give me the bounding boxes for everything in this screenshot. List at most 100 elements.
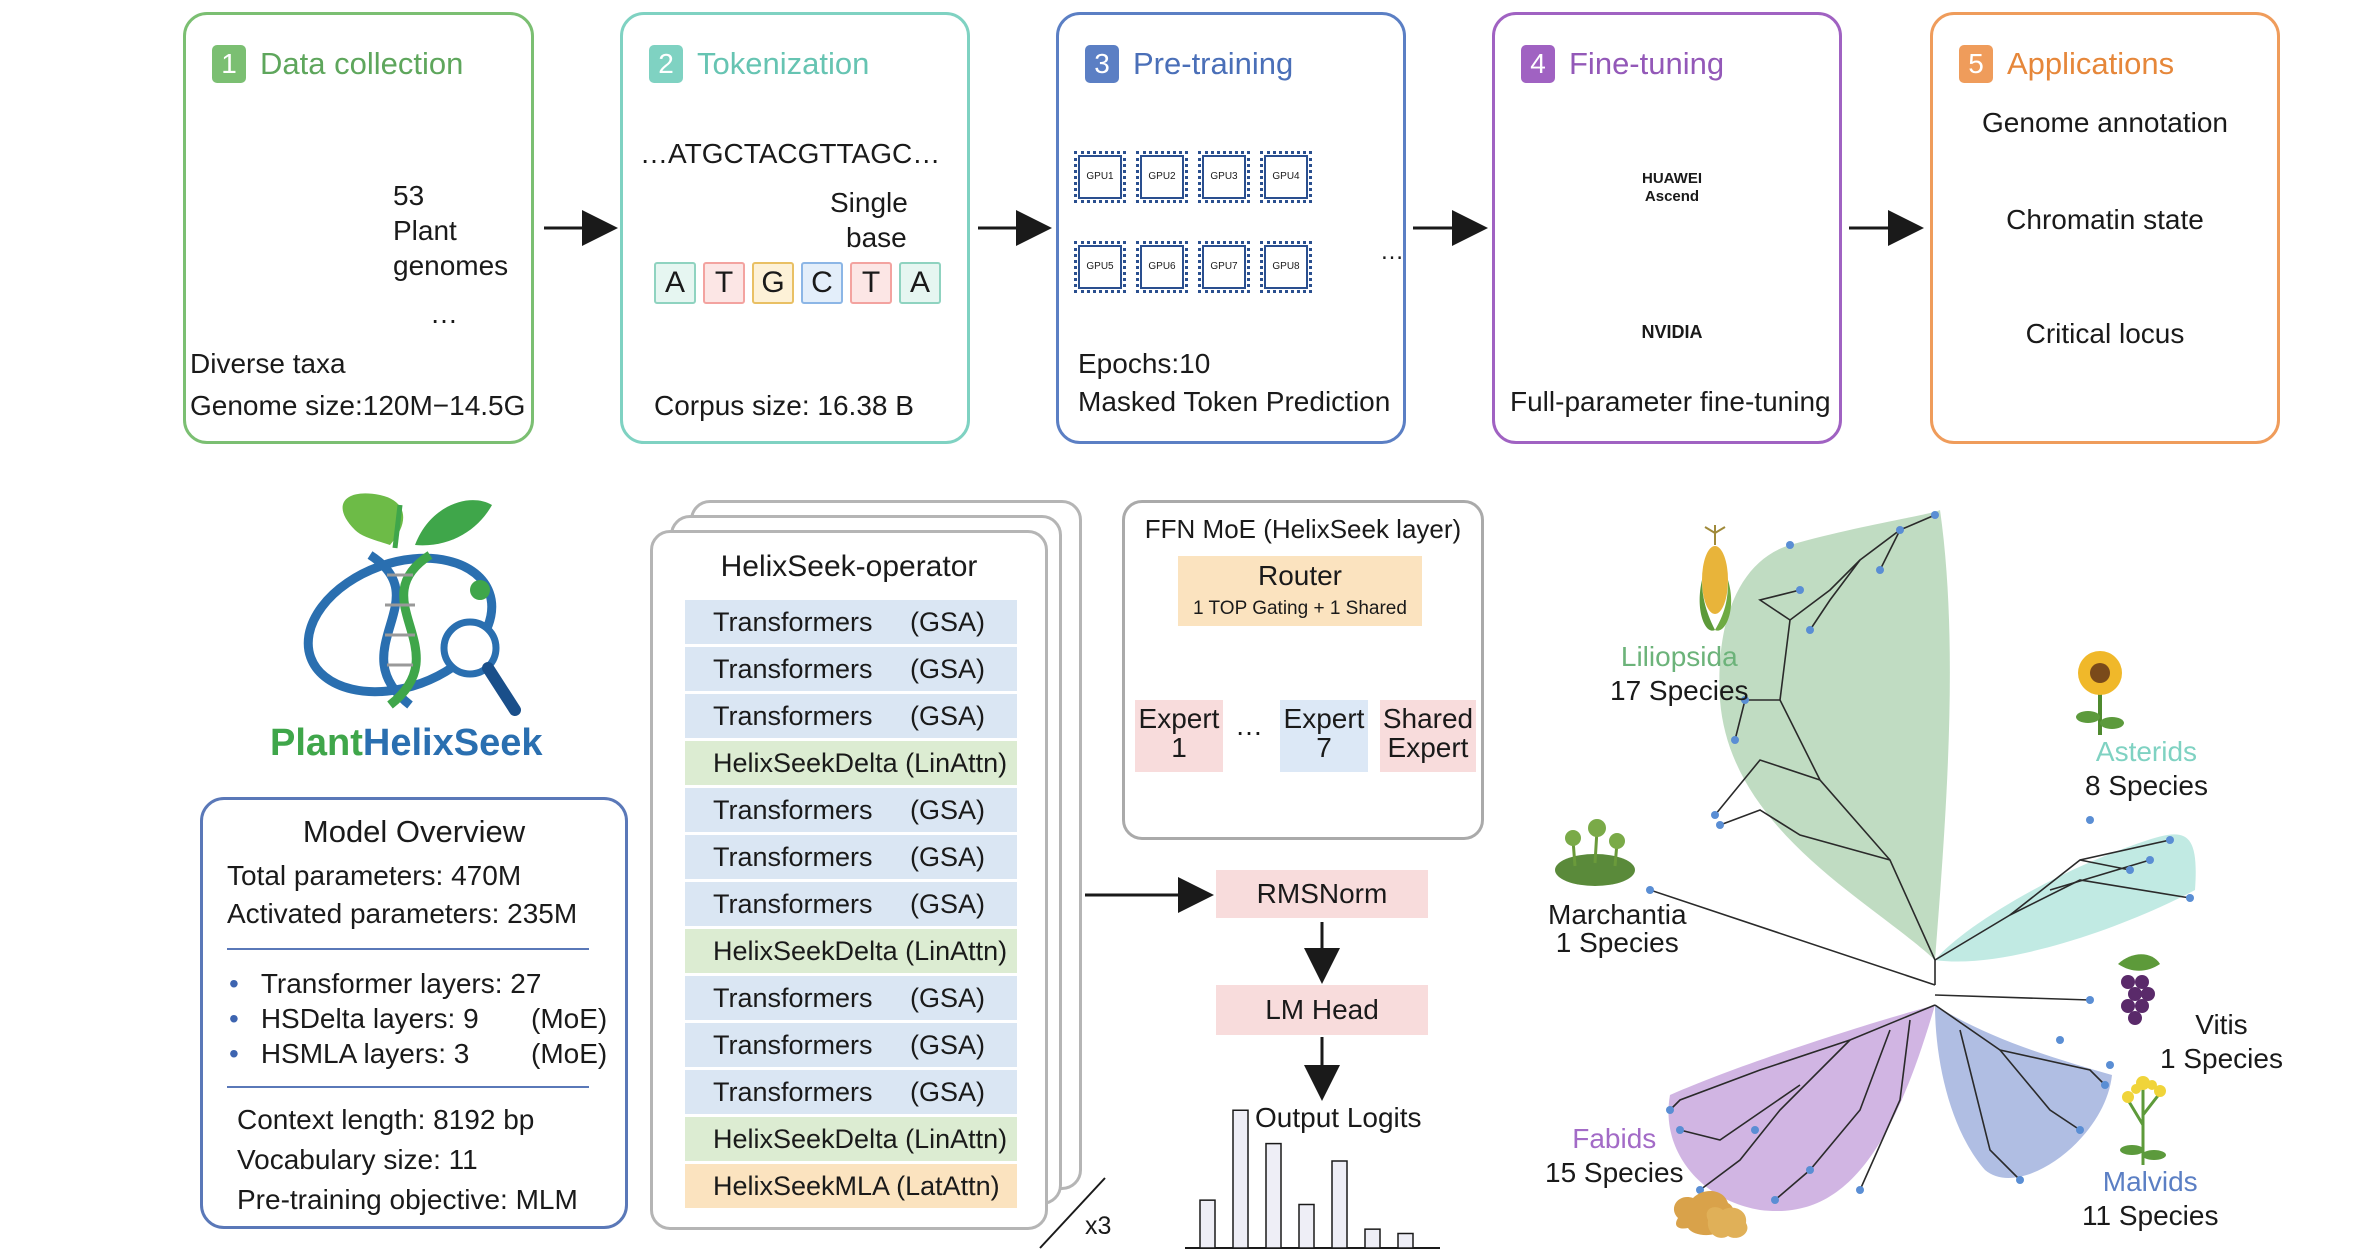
layer-tag: (GSA) (910, 983, 986, 1013)
maize-clade-icon (1699, 525, 1732, 631)
stage-title: Applications (2007, 46, 2175, 81)
chip-ascend-label: Ascend (1644, 188, 1700, 205)
app-critical-locus: Critical locus (2025, 318, 2185, 349)
genome-label-1: Plant (393, 215, 457, 246)
chip-huawei-label: HUAWEI (1642, 170, 1702, 187)
layer-name: HelixSeekDelta (LinAttn) (713, 936, 1008, 966)
layer-name: Transformers (713, 1030, 873, 1060)
repeat-label: x3 (1085, 1212, 1112, 1240)
logo-text-plant: Plant (270, 722, 363, 764)
rapeseed-icon (2120, 1076, 2166, 1165)
layer-transformer: Transformers (GSA) (685, 1070, 1017, 1114)
overview-title: Model Overview (302, 814, 526, 849)
layer-name: Transformers (713, 1077, 873, 1107)
peanut-icon (1673, 1191, 1748, 1238)
stage-fine-tuning: 4 Fine-tuning (1492, 12, 1842, 444)
brand-logo-text: PlantHelixSeek (270, 722, 542, 765)
base-token: A (899, 262, 941, 304)
lm-head-box: LM Head (1216, 985, 1428, 1035)
stage-tokenization: 2 Tokenization (620, 12, 970, 444)
logit-bar (1364, 1228, 1381, 1249)
layer-helixseek-mla: HelixSeekMLA (LatAttn) (685, 1164, 1017, 1208)
operator-title: HelixSeek-operator (720, 550, 978, 583)
stage-applications: 5 Applications (1930, 12, 2280, 444)
base-token: A (654, 262, 696, 304)
layer-helixseek-delta: HelixSeekDelta (LinAttn) (685, 741, 1017, 785)
stage-title: Pre-training (1133, 46, 1294, 81)
stage-number: 4 (1521, 45, 1555, 83)
base-token: G (752, 262, 794, 304)
divider (227, 948, 589, 950)
layer-name: Transformers (713, 795, 873, 825)
logo-text-helixseek: HelixSeek (362, 722, 543, 764)
stage-data-collection: 1 Data collection (183, 12, 534, 444)
stage-number: 5 (1959, 45, 1993, 83)
logit-bar (1298, 1203, 1315, 1249)
genome-size: Genome size:120M−14.5G (190, 390, 526, 421)
base-token: T (703, 262, 745, 304)
layer-transformer: Transformers (GSA) (685, 835, 1017, 879)
genome-ellipsis: … (430, 298, 458, 329)
repeat-bracket (1039, 1177, 1106, 1249)
dna-sequence: …ATGCTACGTTAGC… (640, 138, 941, 169)
base-token: T (850, 262, 892, 304)
stage-title: Fine-tuning (1569, 46, 1725, 81)
layer-transformer: Transformers(GSA) (685, 882, 1017, 926)
expert-ellipsis: … (1235, 710, 1263, 741)
layer-helixseek-delta: HelixSeekDelta (LinAttn) (685, 1117, 1017, 1161)
layer-transformer: Transformers (GSA) (685, 788, 1017, 832)
logit-bar (1232, 1109, 1249, 1249)
vocabulary-size: Vocabulary size: 11 (237, 1144, 478, 1175)
layer-name: Transformers (713, 889, 873, 919)
corpus-size: Corpus size: 16.38 B (654, 390, 914, 421)
single-label-2: base (846, 222, 907, 253)
genome-count: 53 (393, 180, 425, 211)
phylogenetic-tree (1646, 510, 2196, 1212)
activated-parameters: Activated parameters: 235M (227, 898, 578, 929)
layer-tag: (GSA) (910, 795, 986, 825)
gpu-chip: GPU1 (1074, 151, 1126, 203)
gpu-chip: GPU6 (1136, 241, 1188, 293)
bullet-hsdelta-layers: HSDelta layers: 9(MoE) (229, 1003, 607, 1035)
moe-panel (1122, 500, 1484, 840)
moe-title: FFN MoE (HelixSeek layer) (1144, 514, 1462, 544)
layer-transformer: Transformers(GSA) (685, 647, 1017, 691)
base-token: C (801, 262, 843, 304)
layer-name: Transformers (713, 701, 873, 731)
training-objective: Masked Token Prediction (1078, 386, 1391, 417)
router-label: Router (1257, 560, 1343, 591)
logit-bar (1265, 1142, 1282, 1249)
layer-name: Transformers (713, 983, 873, 1013)
model-overview-panel: Model Overview Total parameters: 470M Ac… (200, 797, 628, 1229)
logo-icon (303, 493, 521, 716)
gpu-chip: GPU7 (1198, 241, 1250, 293)
layer-transformer: Transformers (GSA) (685, 1023, 1017, 1067)
logit-bar (1199, 1199, 1216, 1249)
layer-tag: (GSA) (910, 1030, 986, 1060)
layer-tag: (GSA) (910, 842, 986, 872)
layer-name: HelixSeekDelta (LinAttn) (713, 748, 1008, 778)
layer-name: Transformers (713, 842, 873, 872)
single-label-1: Single (830, 187, 908, 218)
logit-bar (1397, 1232, 1414, 1249)
layer-tag: (GSA) (910, 1077, 986, 1107)
layer-name: HelixSeekDelta (LinAttn) (713, 1124, 1008, 1154)
layer-helixseek-delta: HelixSeekDelta (LinAttn) (685, 929, 1017, 973)
fine-tuning-caption: Full-parameter fine-tuning (1510, 386, 1831, 417)
stage-number: 2 (649, 45, 683, 83)
stage-title: Tokenization (697, 46, 870, 81)
router-box: Router 1 TOP Gating + 1 Shared (1178, 556, 1422, 626)
layer-transformer: Transformers (GSA) (685, 694, 1017, 738)
gpu-chip: GPU3 (1198, 151, 1250, 203)
output-logits-label: Output Logits (1255, 1102, 1422, 1133)
layer-tag: (GSA) (910, 701, 986, 731)
app-genome-annotation: Genome annotation (1982, 107, 2228, 138)
